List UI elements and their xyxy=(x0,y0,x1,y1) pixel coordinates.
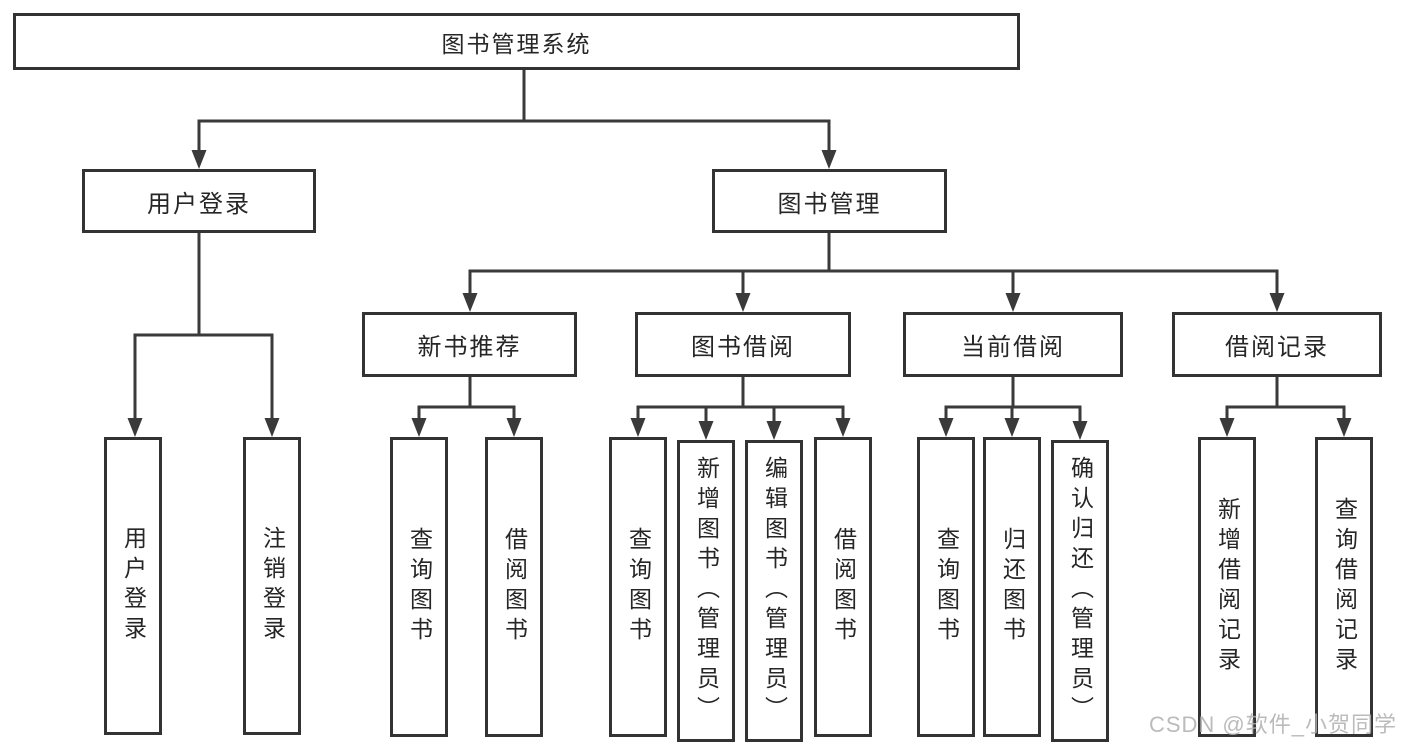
leaf-add-book-admin: 新增图书（管理员） xyxy=(677,440,735,742)
leaf-user-login: 用户登录 xyxy=(104,437,162,735)
leaf-label: 借阅图书 xyxy=(830,527,857,647)
node-label: 用户登录 xyxy=(147,190,251,218)
node-book-borrowing: 图书借阅 xyxy=(635,312,851,377)
leaf-label: 借阅图书 xyxy=(501,527,528,647)
leaf-label: 新增图书（管理员） xyxy=(693,456,720,726)
leaf-query-borrow-record: 查询借阅记录 xyxy=(1315,437,1373,737)
node-label: 图书借阅 xyxy=(691,334,795,361)
node-label: 图书管理系统 xyxy=(441,30,592,57)
node-book-management: 图书管理 xyxy=(712,169,947,233)
leaf-label: 归还图书 xyxy=(999,527,1026,647)
leaf-label: 编辑图书（管理员） xyxy=(761,456,788,726)
leaf-label: 注销登录 xyxy=(259,526,286,646)
leaf-label: 查询图书 xyxy=(933,527,960,647)
leaf-query-books-2: 查询图书 xyxy=(609,437,667,737)
leaf-logout: 注销登录 xyxy=(243,437,301,735)
node-label: 借阅记录 xyxy=(1225,334,1329,361)
node-label: 图书管理 xyxy=(777,190,882,218)
leaf-return-books: 归还图书 xyxy=(983,437,1041,737)
leaf-borrow-books-1: 借阅图书 xyxy=(485,437,543,737)
leaf-query-books-3: 查询图书 xyxy=(917,437,975,737)
csdn-watermark: CSDN @软件_小贺同学 xyxy=(1148,712,1397,737)
node-current-borrowing: 当前借阅 xyxy=(903,312,1123,377)
node-library-management-system: 图书管理系统 xyxy=(13,13,1020,70)
leaf-add-borrow-record: 新增借阅记录 xyxy=(1198,437,1256,737)
leaf-confirm-return-admin: 确认归还（管理员） xyxy=(1051,440,1109,742)
leaf-label: 查询图书 xyxy=(625,527,652,647)
node-label: 新书推荐 xyxy=(417,334,522,361)
node-label: 当前借阅 xyxy=(961,334,1065,361)
leaf-edit-book-admin: 编辑图书（管理员） xyxy=(745,440,803,742)
leaf-label: 新增借阅记录 xyxy=(1214,497,1241,677)
leaf-label: 用户登录 xyxy=(120,526,147,646)
node-user-login: 用户登录 xyxy=(82,169,316,233)
leaf-query-books-1: 查询图书 xyxy=(390,437,448,737)
node-new-book-recommendation: 新书推荐 xyxy=(362,312,577,377)
leaf-label: 查询图书 xyxy=(406,527,433,647)
node-borrowing-records: 借阅记录 xyxy=(1172,312,1382,377)
leaf-label: 查询借阅记录 xyxy=(1331,497,1358,677)
leaf-label: 确认归还（管理员） xyxy=(1067,456,1094,726)
leaf-borrow-books-2: 借阅图书 xyxy=(814,437,872,737)
